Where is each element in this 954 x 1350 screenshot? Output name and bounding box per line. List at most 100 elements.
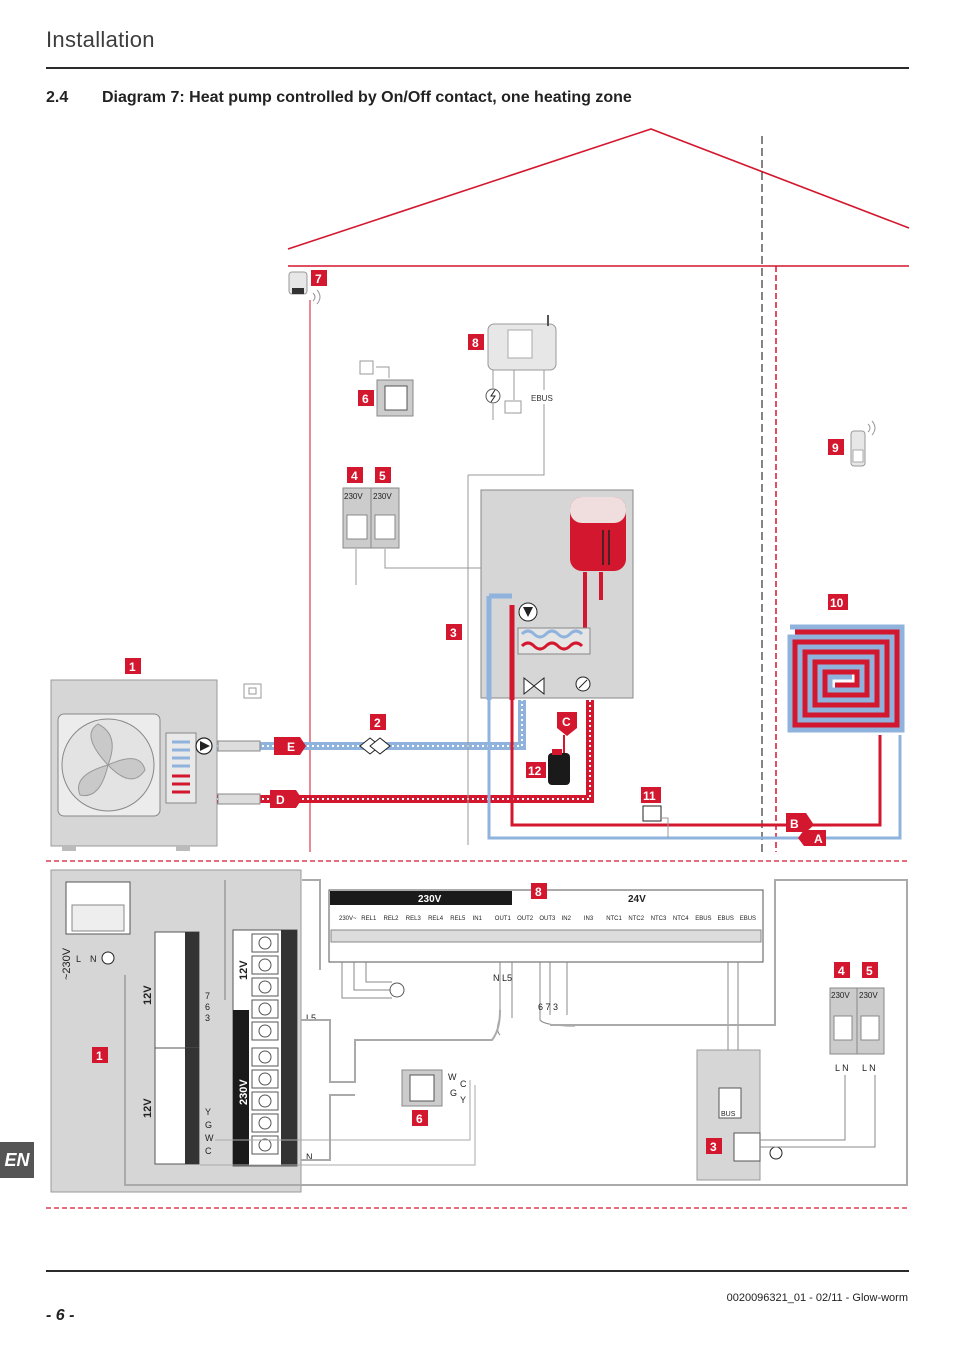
outdoor-unit-power-socket (243, 683, 262, 699)
callout-11: 11 (641, 787, 661, 803)
callout-D: D (270, 790, 302, 808)
svg-text:12: 12 (528, 764, 542, 778)
board-230v-label: 230V (418, 894, 442, 905)
mains-label: ~230V (61, 947, 73, 980)
callout-3b: 3 (706, 1138, 722, 1154)
callout-4b: 4 (834, 962, 850, 978)
terminal-group-16: EBUS (695, 916, 711, 922)
header-rule (46, 67, 909, 69)
terminal-group-5: REL5 (450, 916, 466, 922)
callout-A: A (798, 830, 826, 846)
wire-W: W (205, 1133, 214, 1143)
callout-8b: 8 (531, 883, 547, 899)
svg-text:2: 2 (374, 716, 381, 730)
svg-text:B: B (790, 817, 799, 831)
remote-control-9 (850, 420, 876, 467)
flow-return-pipes (195, 700, 594, 805)
indoor-module (480, 489, 634, 700)
wire-L5: L5 (306, 1013, 316, 1023)
section-number: 2.4 (46, 89, 69, 106)
callout-2: 2 (370, 714, 386, 730)
breakers-bottom: 230V 230V L N L N (829, 987, 885, 1073)
terminal-group-17: EBUS (718, 916, 734, 922)
svg-text:4: 4 (838, 964, 845, 978)
terminal-230v-label: 230V (238, 1079, 250, 1105)
controller-cables (124, 879, 908, 1186)
callout-10: 10 (828, 594, 848, 610)
svg-text:8: 8 (472, 336, 479, 350)
svg-text:5: 5 (379, 469, 386, 483)
language-tab: EN (0, 1142, 34, 1178)
terminal-group-15: NTC4 (673, 916, 689, 922)
sensor-module-wiring-6: W C G Y (200, 1069, 476, 1166)
breaker5-voltage: 230V (373, 492, 392, 501)
callout-labels: 7 8 6 4 5 9 3 10 1 2 12 11 E D C B A 8 4… (92, 270, 878, 1154)
block1-12v-label: 12V (142, 985, 154, 1005)
board-24v-label: 24V (628, 894, 646, 905)
controller-terminal-board: 230V 24V N L5 6 7 3 (328, 889, 764, 1090)
system-controller-8: EBUS (485, 315, 557, 414)
breaker4-LN: L N (835, 1063, 849, 1073)
wire-7: 7 (205, 991, 210, 1001)
terminal-group-12: NTC1 (606, 916, 622, 922)
ebus-label: EBUS (531, 394, 553, 403)
wire-6: 6 (205, 1002, 210, 1012)
callout-C: C (557, 712, 577, 736)
wcgy-G: G (450, 1088, 457, 1098)
wiring-section: 230V 12V 12V 12V ~230V L N L5 N 7 6 3 Y … (50, 869, 316, 1193)
section-title: Diagram 7: Heat pump controlled by On/Of… (102, 89, 632, 106)
svg-text:9: 9 (832, 441, 839, 455)
bus-label: BUS (721, 1111, 736, 1118)
callout-9: 9 (828, 439, 844, 455)
room-thermostat-7 (288, 271, 321, 305)
svg-text:6: 6 (362, 392, 369, 406)
mains-L: L (76, 954, 81, 964)
callout-B: B (786, 813, 814, 832)
terminal-group-13: NTC2 (628, 916, 644, 922)
terminal-group-1: REL1 (361, 916, 377, 922)
svg-text:4: 4 (351, 469, 358, 483)
svg-text:11: 11 (643, 789, 656, 803)
terminal-group-14: NTC3 (651, 916, 667, 922)
terminal-group-3: REL3 (406, 916, 422, 922)
callout-6: 6 (358, 390, 374, 406)
svg-text:3: 3 (450, 626, 457, 640)
breakers-top: 230V 230V (342, 487, 400, 549)
terminal-group-0: 230V~ (339, 916, 357, 922)
flow-sensor-11 (642, 805, 669, 838)
svg-text:E: E (287, 740, 295, 754)
callout-6b: 6 (412, 1110, 428, 1126)
svg-text:C: C (562, 715, 571, 729)
outdoor-heat-pump-unit (50, 679, 218, 851)
svg-text:7: 7 (315, 272, 322, 286)
mains-N: N (90, 954, 97, 964)
svg-text:D: D (276, 793, 285, 807)
terminal-group-6: IN1 (473, 916, 483, 922)
house-outline (46, 128, 910, 1209)
callout-3: 3 (446, 624, 462, 640)
callout-5: 5 (375, 467, 391, 483)
terminal-group-10: IN2 (562, 916, 572, 922)
wire-G: G (205, 1120, 212, 1130)
wcgy-W: W (448, 1072, 457, 1082)
outdoor-sensor-module-6 (359, 360, 414, 417)
terminal-group-2: REL2 (384, 916, 400, 922)
svg-text:5: 5 (866, 964, 873, 978)
breaker4b-voltage: 230V (831, 991, 850, 1000)
wire-N-L5: N L5 (493, 973, 512, 983)
wire-C: C (205, 1146, 212, 1156)
callout-8: 8 (468, 334, 484, 350)
terminal-group-9: OUT3 (539, 916, 556, 922)
wire-3: 3 (205, 1013, 210, 1023)
wire-N: N (306, 1152, 313, 1162)
svg-text:8: 8 (535, 885, 542, 899)
svg-text:1: 1 (129, 660, 136, 674)
wcgy-C: C (460, 1079, 467, 1089)
underfloor-heating-10 (785, 620, 907, 735)
footer-rule (46, 1270, 909, 1272)
terminal-group-11: IN3 (584, 916, 594, 922)
svg-text:6: 6 (416, 1112, 423, 1126)
terminal-group-7: OUT1 (495, 916, 512, 922)
